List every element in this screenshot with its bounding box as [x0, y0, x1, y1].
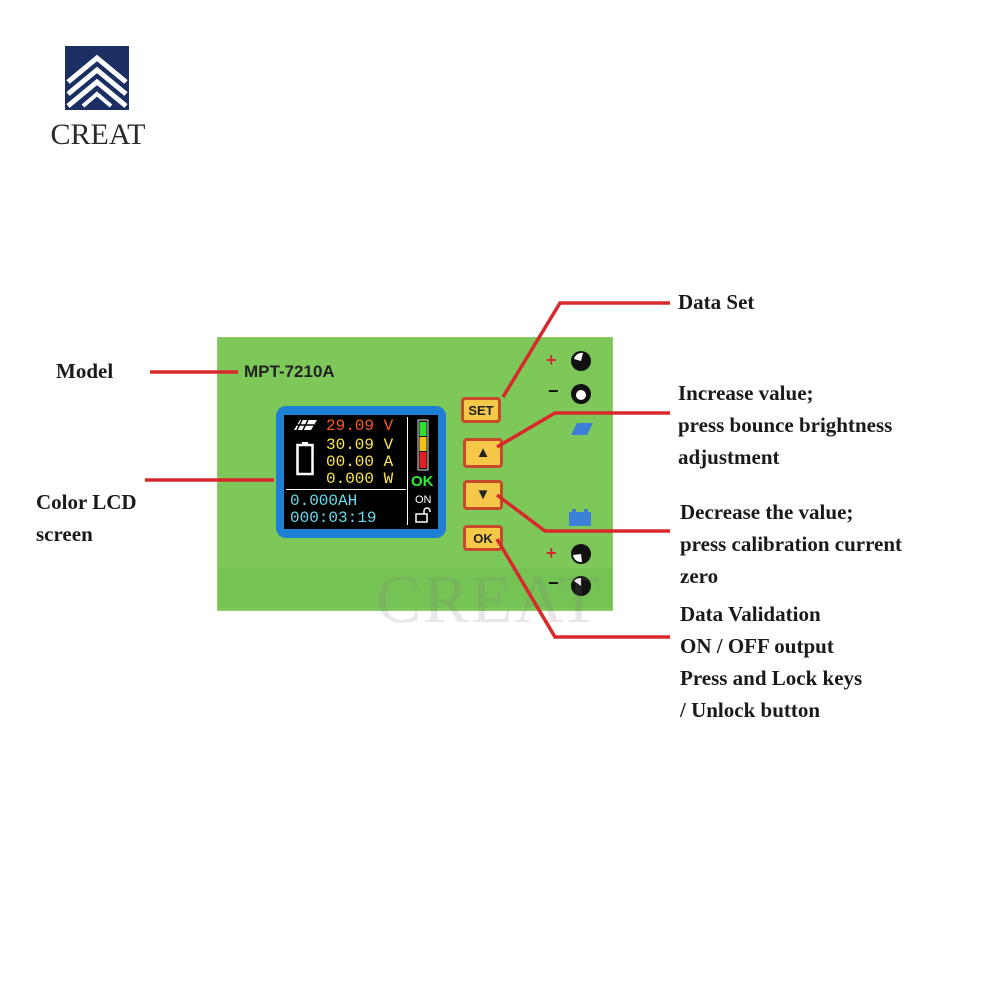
terminal-plus-top: +: [546, 350, 557, 370]
screw-terminal-icon: [571, 544, 591, 564]
lcd-ok-status: OK: [411, 473, 434, 490]
model-number: MPT-7210A: [244, 362, 335, 381]
watermark-text: CREAT: [376, 561, 602, 637]
label-lcd-line1: Color LCD: [36, 490, 137, 514]
lcd-output-state: ON: [415, 494, 432, 506]
battery-output-icon: [569, 509, 591, 526]
lcd-capacity: 0.000AH: [290, 492, 358, 510]
lcd-panel-voltage: 29.09 V: [326, 417, 394, 435]
label-increase-line2: press bounce brightness: [678, 413, 893, 437]
unlock-icon: [415, 507, 431, 523]
label-data-set: Data Set: [678, 290, 755, 314]
battery-icon: [296, 442, 314, 476]
charge-level-bar-icon: [417, 419, 429, 471]
lcd-time: 000:03:19: [290, 509, 377, 527]
lcd-divider-vertical: [407, 417, 408, 525]
label-ok-line2: ON / OFF output: [680, 634, 834, 658]
leader-decrease: [495, 493, 670, 533]
screw-terminal-icon: [571, 384, 591, 404]
label-decrease-line1: Decrease the value;: [680, 500, 854, 524]
down-button[interactable]: ▼: [463, 480, 503, 510]
screw-terminal-icon: [571, 351, 591, 371]
label-ok-line1: Data Validation: [680, 602, 821, 626]
lcd-divider: [286, 489, 406, 490]
controller-board: MPT-7210A 29.09 V 30.09 V 00.00 A 0.000 …: [217, 337, 613, 611]
board-footer-strip: [218, 568, 612, 608]
label-lcd-line2: screen: [36, 522, 93, 546]
creat-logo-icon: [65, 46, 129, 110]
label-increase-line3: adjustment: [678, 445, 780, 469]
label-decrease-line2: press calibration current: [680, 532, 903, 556]
set-button[interactable]: SET: [461, 397, 501, 423]
terminal-plus-bottom: +: [546, 543, 557, 563]
label-decrease-line3: zero: [680, 564, 719, 588]
leader-increase: [496, 411, 670, 449]
up-button[interactable]: ▲: [463, 438, 503, 468]
screw-terminal-icon: [571, 576, 591, 596]
label-increase-line1: Increase value;: [678, 381, 814, 405]
terminal-minus-bottom: −: [548, 573, 559, 593]
ok-button[interactable]: OK: [463, 525, 503, 551]
label-ok-line3: Press and Lock keys: [680, 666, 863, 690]
lcd-current: 00.00 A: [326, 453, 394, 471]
lcd-output-voltage: 30.09 V: [326, 436, 394, 454]
label-model: Model: [56, 359, 114, 383]
brand-name: CREAT: [50, 118, 146, 151]
solar-panel-icon: [294, 419, 317, 431]
terminal-minus-top: −: [548, 381, 559, 401]
lcd-screen: 29.09 V 30.09 V 00.00 A 0.000 W OK ON 0.…: [284, 415, 438, 529]
solar-input-icon: [571, 423, 593, 435]
leader-data-set: [501, 301, 670, 398]
lcd-power: 0.000 W: [326, 470, 394, 488]
leader-ok: [495, 538, 670, 639]
lcd-frame: 29.09 V 30.09 V 00.00 A 0.000 W OK ON 0.…: [276, 406, 446, 538]
label-ok-line4: / Unlock button: [680, 698, 821, 722]
